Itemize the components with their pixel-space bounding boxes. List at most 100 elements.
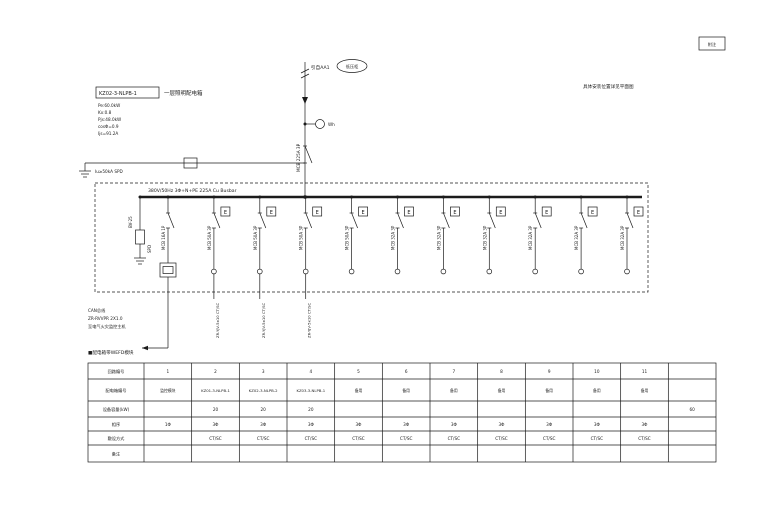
e-box-label: E	[224, 210, 227, 216]
branch-cable-label: ZR-YJV-5x10 CT/SC	[307, 302, 312, 338]
e-box-label: E	[362, 210, 365, 216]
terminal-circle	[394, 268, 401, 275]
meter-label: Wh	[328, 122, 335, 127]
can-note-line: CAN总线	[88, 307, 106, 313]
table-cell: 20	[260, 407, 266, 412]
table-cell: 20	[213, 407, 219, 412]
terminal-circle	[440, 268, 447, 275]
table-cell: 3Φ	[546, 422, 553, 427]
table-cell: 4	[309, 369, 312, 374]
table-cell: 60	[689, 407, 695, 412]
branch-breaker-label: MCB 32A 3P	[620, 225, 625, 250]
e-box	[312, 206, 323, 217]
branch-circuit-10: MCB 32A 3P E	[574, 195, 598, 275]
table-cell: 8	[500, 369, 503, 374]
branch-breaker-label: MCB 50A 3P	[253, 225, 258, 250]
table-cell: CT/SC	[638, 436, 651, 441]
source-label: 引自AA1	[311, 64, 330, 71]
branch-breaker-symbol	[351, 212, 358, 229]
branch-breaker-label: MCB 50A 3P	[299, 225, 304, 250]
table-cell: 10	[594, 369, 600, 374]
table-row-label: 敷设方式	[108, 435, 126, 442]
table-cell: 备用	[498, 388, 506, 393]
branch-breaker-label: MCB 32A 3P	[574, 225, 579, 250]
terminal-circle	[578, 268, 584, 275]
spd-device-box	[135, 229, 145, 245]
table-cell: 1Φ	[165, 422, 172, 427]
panel-spec-line: Kx:0.8	[98, 110, 112, 115]
table-cell: 3Φ	[642, 422, 649, 427]
e-box	[404, 206, 414, 217]
table-row-label: 设备容量(kW)	[103, 406, 130, 413]
table-cell: 3Φ	[356, 422, 363, 427]
table-cell: 备用	[355, 388, 363, 393]
table-cell: CT/SC	[448, 436, 461, 441]
table-cell: 5	[357, 369, 360, 374]
table-cell: 3Φ	[499, 422, 506, 427]
table-cell: 11	[642, 369, 648, 374]
e-box	[450, 206, 460, 217]
branch-breaker-symbol	[259, 212, 267, 229]
table-cell: 3Φ	[260, 422, 267, 427]
panel-spec-line: cosΦ=0.9	[98, 124, 119, 129]
branch-breaker-label: MCB 32A 3P	[528, 225, 533, 250]
table-cell: 1	[166, 369, 169, 374]
spd-note: Iu≥50kA SPD	[95, 169, 123, 174]
branch-breaker-label: MCB 16A 1P	[161, 225, 166, 250]
branch-breaker-symbol	[397, 212, 404, 229]
energy-meter-symbol	[315, 119, 325, 129]
top-right-annotation: 具体安装位置详见平面图 附注	[583, 36, 726, 90]
table-row-label: 回路编号	[108, 368, 125, 375]
source-bubble-label: 低压柜	[346, 63, 359, 70]
spd-device-label: SPD	[147, 245, 152, 253]
spd-cable-label: BV-25	[128, 216, 133, 228]
branch-breaker-symbol	[488, 212, 496, 229]
table-cell: 2	[214, 369, 217, 374]
e-box-label: E	[316, 210, 319, 216]
table-cell: CT/SC	[209, 436, 222, 441]
terminal-circle	[302, 268, 309, 275]
e-box	[541, 206, 552, 217]
table-cell: KZ01-3-NLPB-1	[201, 388, 230, 393]
table-cell: 监控模块	[160, 388, 175, 393]
e-box-label: E	[637, 210, 640, 216]
table-cell: 备用	[641, 388, 649, 393]
branch-circuit-8: MCB 32A 3PE	[482, 195, 506, 275]
terminal-circle	[532, 268, 538, 275]
e-box	[220, 206, 231, 217]
table-row-label: 配电箱编号	[106, 387, 127, 394]
feeder-direction-arrow	[302, 97, 308, 104]
e-box	[587, 206, 598, 217]
table-cell: 3Φ	[308, 422, 315, 427]
e-box-label: E	[591, 210, 594, 216]
table-cell: CT/SC	[352, 436, 365, 441]
table-cell: 3Φ	[594, 422, 601, 427]
terminal-circle	[348, 268, 355, 275]
e-box-label: E	[270, 210, 273, 216]
main-breaker-label: MCB 225A 3P	[296, 143, 301, 172]
table-cell: 备用	[593, 388, 601, 393]
table-cell: 3Φ	[451, 422, 458, 427]
feeder-tick	[300, 73, 310, 79]
e-box	[358, 206, 368, 217]
source-bubble	[336, 59, 368, 73]
branch-cable-label: ZR-YJV-5x10 CT/SC	[215, 302, 220, 338]
branch-breaker-label: MCB 32A 3P	[391, 225, 396, 250]
meter-ct-box	[183, 157, 198, 169]
branch-breaker-label: MCB 50A 3P	[345, 225, 350, 250]
table-row-label: 相序	[112, 421, 120, 428]
table-cell: KZ02-3-NLPB-2	[249, 388, 278, 393]
table-cell: 3Φ	[403, 422, 410, 427]
table-cell: 备用	[545, 388, 553, 393]
branch-circuit-9: MCB 32A 3PE	[528, 195, 552, 275]
branch-breaker-symbol	[167, 212, 175, 229]
e-box-label: E	[407, 210, 410, 216]
panel-spec-line: Pe:60.0kW	[98, 103, 120, 108]
can-note-line: 至电气火灾监控主机	[88, 323, 127, 330]
feeder-tick	[300, 68, 310, 74]
branch-breaker-symbol	[213, 212, 221, 229]
branch-breaker-symbol	[626, 212, 634, 229]
branch-circuit-5: MCB 50A 3P E	[345, 195, 368, 275]
